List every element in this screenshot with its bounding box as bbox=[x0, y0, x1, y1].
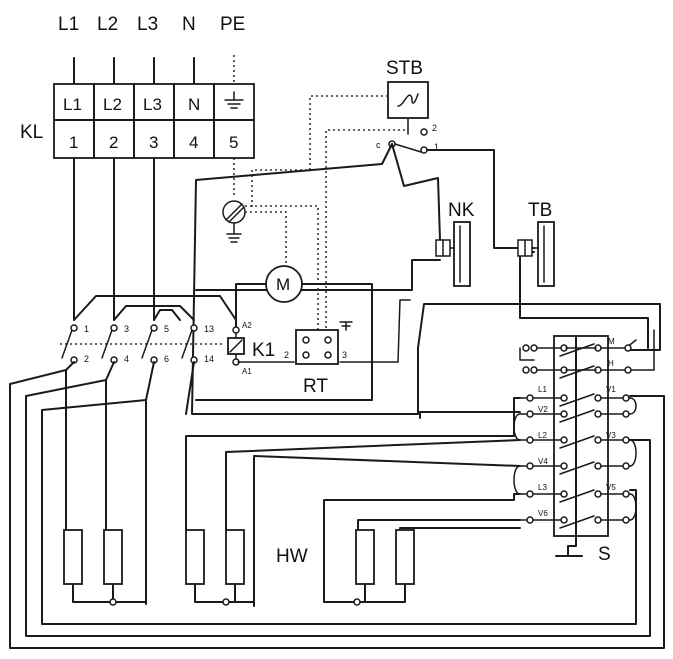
switch-right-v3: V3 bbox=[606, 431, 616, 440]
switch-right-m: M bbox=[608, 337, 615, 346]
earth-symbol-icon bbox=[224, 91, 244, 109]
nk-label: NK bbox=[448, 200, 475, 221]
k1-label: K1 bbox=[252, 340, 275, 361]
rt-regulator bbox=[237, 299, 411, 365]
terminal-block bbox=[53, 83, 255, 159]
switch-right-h: H bbox=[608, 359, 614, 368]
terminal-bottom-3: 3 bbox=[149, 133, 158, 152]
temperature-curve-icon bbox=[397, 93, 419, 107]
terminal-bottom-5: 5 bbox=[229, 133, 238, 152]
k1-a1-label: A1 bbox=[242, 367, 252, 376]
k1-top-3: 3 bbox=[124, 324, 129, 334]
k1-bottom-2: 2 bbox=[84, 354, 89, 364]
stb-p2-label: 2 bbox=[432, 123, 437, 133]
switch-left-l1: L1 bbox=[538, 385, 547, 394]
k1-top-5: 5 bbox=[164, 324, 169, 334]
k1-bottom-4: 4 bbox=[124, 354, 129, 364]
k1-a2-label: A2 bbox=[242, 321, 252, 330]
terminal-block-label: KL bbox=[20, 122, 43, 143]
switch-right-v5: V5 bbox=[606, 483, 616, 492]
k1-coil bbox=[227, 326, 245, 366]
control-wires bbox=[191, 143, 661, 415]
stb-switch bbox=[388, 117, 428, 154]
rt-p3-label: 3 bbox=[342, 350, 347, 360]
k1-top-13: 13 bbox=[204, 324, 214, 334]
contactor-k1 bbox=[60, 295, 237, 345]
switch-left-v4: V4 bbox=[538, 457, 548, 466]
tb-label: TB bbox=[528, 200, 552, 221]
switch-label: S bbox=[598, 544, 611, 565]
k1-bottom-6: 6 bbox=[164, 354, 169, 364]
tb-thermostat bbox=[517, 221, 555, 287]
switch-s bbox=[513, 329, 655, 557]
stb-c-label: c bbox=[376, 140, 381, 150]
k1-bottom-14: 14 bbox=[204, 354, 214, 364]
supply-l1-label: L1 bbox=[58, 14, 79, 35]
k1-top-1: 1 bbox=[84, 324, 89, 334]
stb-p1-label: 1 bbox=[434, 142, 439, 152]
power-wires bbox=[9, 157, 665, 649]
contactor-contacts bbox=[61, 324, 198, 364]
earth-connection bbox=[222, 200, 319, 336]
motor-wires bbox=[195, 283, 373, 401]
heater-label: HW bbox=[276, 546, 308, 567]
switch-left-l3: L3 bbox=[538, 483, 547, 492]
terminal-bottom-4: 4 bbox=[189, 133, 198, 152]
rt-label: RT bbox=[303, 376, 328, 397]
stb-label: STB bbox=[386, 58, 423, 79]
terminal-top-l3: L3 bbox=[143, 95, 162, 114]
stb-sensor-box bbox=[387, 81, 429, 119]
terminal-top-n: N bbox=[188, 95, 200, 114]
supply-l3-label: L3 bbox=[137, 14, 158, 35]
switch-right-v1: V1 bbox=[606, 385, 616, 394]
terminal-top-l2: L2 bbox=[103, 95, 122, 114]
switch-left-l2: L2 bbox=[538, 431, 547, 440]
stb-capillary bbox=[233, 95, 409, 336]
heater-elements bbox=[63, 529, 415, 606]
motor-label: M bbox=[276, 275, 290, 294]
nk-thermostat bbox=[435, 221, 471, 287]
supply-pe-label: PE bbox=[220, 14, 245, 35]
supply-l2-label: L2 bbox=[97, 14, 118, 35]
terminal-bottom-1: 1 bbox=[69, 133, 78, 152]
switch-left-v2: V2 bbox=[538, 405, 548, 414]
terminal-top-l1: L1 bbox=[63, 95, 82, 114]
rt-p2-label: 2 bbox=[284, 350, 289, 360]
supply-feed-wires bbox=[73, 55, 235, 85]
terminal-bottom-2: 2 bbox=[109, 133, 118, 152]
supply-n-label: N bbox=[182, 14, 196, 35]
switch-left-v6: V6 bbox=[538, 509, 548, 518]
